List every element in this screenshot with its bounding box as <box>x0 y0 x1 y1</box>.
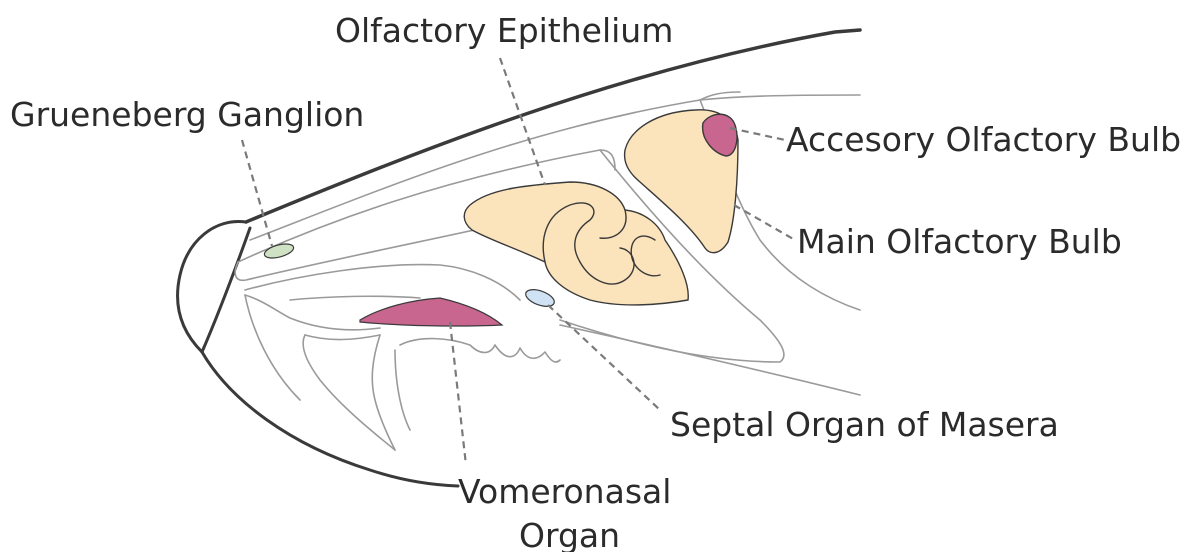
label-grueneberg-ganglion: Grueneberg Ganglion <box>10 95 364 134</box>
grueneberg-ganglion-shape <box>263 241 295 260</box>
olfactory-epithelium-shape <box>464 182 688 305</box>
olfactory-epithelium-fill <box>464 182 688 305</box>
label-septal-organ: Septal Organ of Masera <box>670 405 1059 444</box>
vomeronasal-organ-shape <box>360 298 502 326</box>
label-vomeronasal-line2: Organ <box>519 516 620 552</box>
label-olfactory-epithelium: Olfactory Epithelium <box>335 11 673 50</box>
label-vomeronasal-line1: Vomeronasal <box>458 472 671 511</box>
septal-organ-shape <box>524 286 557 309</box>
label-main-olfactory-bulb: Main Olfactory Bulb <box>797 222 1122 261</box>
label-accessory-olfactory-bulb: Accesory Olfactory Bulb <box>786 120 1181 159</box>
